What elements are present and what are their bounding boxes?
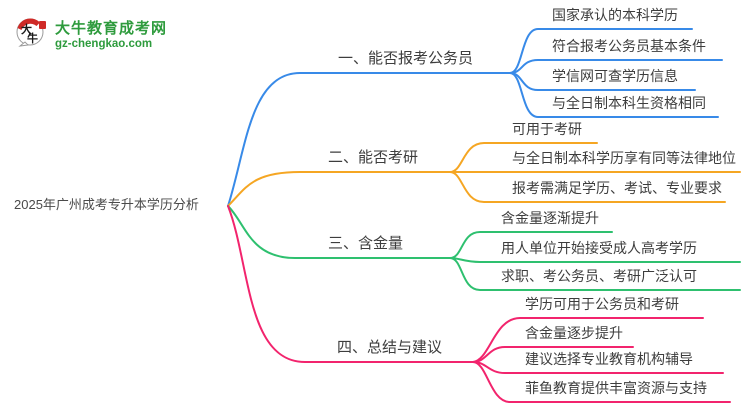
branch-1-child-1: 国家承认的本科学历 xyxy=(552,7,678,23)
svg-text:大: 大 xyxy=(21,22,32,36)
branch-4-child-2: 含金量逐步提升 xyxy=(525,325,623,341)
branch-3-child-1: 含金量逐渐提升 xyxy=(501,210,599,226)
branch-4-child-4: 菲鱼教育提供丰富资源与支持 xyxy=(525,380,707,396)
logo-title: 大牛教育成考网 xyxy=(55,20,168,37)
logo-bull-icon: 大 牛 xyxy=(14,15,48,51)
branch-2-label: 二、能否考研 xyxy=(328,149,419,166)
branch-3-lines xyxy=(227,205,741,291)
branch-4-child-3: 建议选择专业教育机构辅导 xyxy=(525,351,693,367)
root-node: 2025年广州成考专升本学历分析 xyxy=(14,197,199,212)
branch-2-child-2: 与全日制本科学历享有同等法律地位 xyxy=(512,150,736,166)
branch-3-label: 三、含金量 xyxy=(328,235,404,252)
branch-1-lines xyxy=(227,28,723,207)
branch-4-lines xyxy=(227,205,731,403)
branch-2-lines xyxy=(227,142,741,207)
branch-4-child-1: 学历可用于公务员和考研 xyxy=(525,296,679,312)
branch-1-label: 一、能否报考公务员 xyxy=(338,50,474,67)
branch-1-child-4: 与全日制本科生资格相同 xyxy=(552,95,706,111)
branch-1-child-2: 符合报考公务员基本条件 xyxy=(552,38,706,54)
svg-text:牛: 牛 xyxy=(27,31,38,45)
branch-1-child-3: 学信网可查学历信息 xyxy=(552,68,678,84)
branch-4-label: 四、总结与建议 xyxy=(337,339,443,356)
branch-3-child-2: 用人单位开始接受成人高考学历 xyxy=(501,240,697,256)
logo-subtitle: gz-chengkao.com xyxy=(55,37,153,50)
branch-2-child-3: 报考需满足学历、考试、专业要求 xyxy=(512,180,722,196)
branch-2-child-1: 可用于考研 xyxy=(512,121,582,137)
site-logo[interactable]: 大 牛 大牛教育成考网 gz-chengkao.com xyxy=(14,15,167,51)
branch-3-child-3: 求职、考公务员、考研广泛认可 xyxy=(501,268,697,284)
